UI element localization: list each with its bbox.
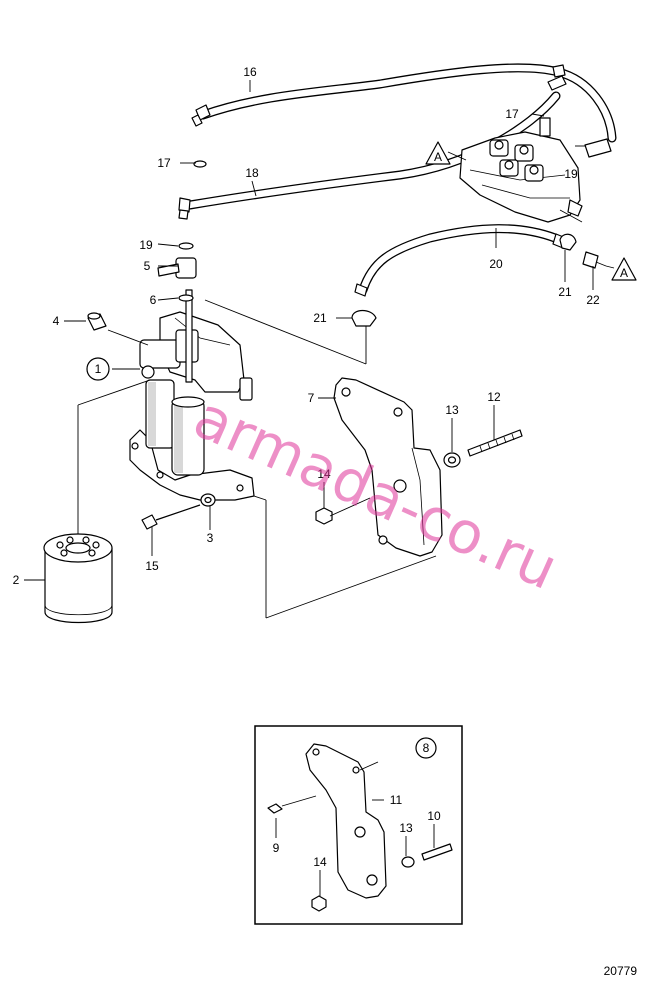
fitting-part-22 [582,251,607,269]
inset-box-part-8 [254,725,463,925]
callout-3: 3 [207,531,214,545]
callout-12: 12 [487,390,501,404]
callout-13: 13 [399,821,413,835]
fuel-manifold [459,117,612,223]
callout-2: 2 [13,573,20,587]
callout-circle-1 [86,357,110,381]
washer-part-3 [200,493,216,507]
washer-part-13 [443,452,461,468]
callout-14: 14 [313,855,327,869]
callout-5: 5 [144,259,151,273]
callout-7: 7 [308,391,315,405]
filter-cartridge-part-2 [43,533,113,624]
stud-part-12 [467,429,523,457]
clip-part-21b [559,233,577,251]
callout-1: 1 [95,362,102,376]
callout-15: 15 [145,559,159,573]
reference-triangle-a-right: A [611,257,637,281]
bracket-part-7 [333,377,443,557]
callout-14: 14 [317,467,331,481]
callout-17: 17 [505,107,519,121]
callout-16: 16 [243,65,257,79]
callout-19: 19 [564,167,578,181]
drawing-number: 20779 [603,964,637,978]
plug-part-4 [87,312,107,331]
fitting-part-5 [157,160,207,302]
callout-20: 20 [489,257,503,271]
hose-16 [191,63,617,143]
callout-21: 21 [558,285,572,299]
reference-triangle-a-top: A [425,141,451,165]
callout-11: 11 [390,793,403,807]
callout-6: 6 [150,293,157,307]
ref-a-label: A [434,150,442,164]
callout-4: 4 [53,314,60,328]
clip-part-21 [351,309,377,327]
leader-lines [24,80,615,619]
callout-9: 9 [273,841,280,855]
callout-10: 10 [427,809,441,823]
callout-18: 18 [245,166,259,180]
filter-housing-assembly [129,289,255,501]
bolt-part-15 [141,504,201,530]
callout-labels: 16 17 17 18 19 19 5 6 4 1 2 3 15 7 13 12… [13,65,600,869]
callout-19: 19 [139,238,153,252]
callout-22: 22 [586,293,600,307]
callout-8: 8 [423,741,430,755]
ref-a-label: A [620,266,628,280]
callout-13: 13 [445,403,459,417]
hose-20 [354,224,567,297]
nut-part-14 [315,507,333,525]
hose-18 [178,91,561,220]
callout-17: 17 [157,156,171,170]
callout-21: 21 [313,311,327,325]
